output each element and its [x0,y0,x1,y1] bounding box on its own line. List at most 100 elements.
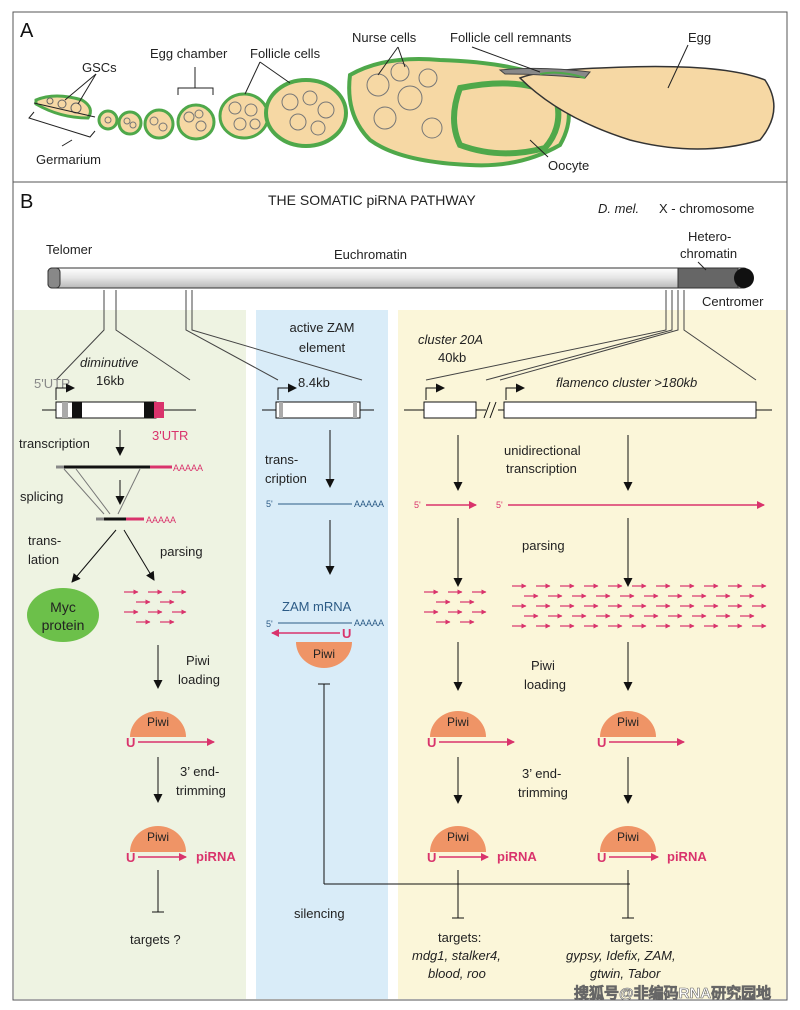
u-label-ra2: U [427,850,436,865]
five-prime-right-a: 5' [414,500,421,510]
myc-label-2: protein [42,617,85,633]
label-egg: Egg [688,30,711,45]
hetero-pointer [697,261,707,271]
pirna-fragments-left [124,589,187,625]
piwi-label-ra1: Piwi [447,715,469,729]
right-column: cluster 20A 40kb flamenco cluster >180kb… [404,332,772,981]
targets-b-line2: gtwin, Tabor [590,966,661,981]
piwi-loading-right-2: loading [524,677,566,692]
panel-b-title: THE SOMATIC piRNA PATHWAY [268,192,476,208]
pirna-fragments-right-b [512,583,767,629]
targets-a-line2: blood, roo [428,966,486,981]
utr5-label: 5'UTR [34,376,70,391]
parsing-label-right: parsing [522,538,565,553]
trimming-left-1: 3’ end- [180,764,219,779]
germarium-bracket [28,111,96,138]
panel-a-letter: A [20,20,34,42]
trimming-right-1: 3’ end- [522,766,561,781]
heterochromatin-label-2: chromatin [680,246,737,261]
myc-label-1: Myc [50,599,76,615]
utr3-label: 3'UTR [152,428,188,443]
cluster-genes [404,383,772,419]
targets-a-line1: mdg1, stalker4, [412,948,501,963]
piwi-complex-right-a2: Piwi U piRNA [427,826,537,865]
pirna-label-left: piRNA [196,849,236,864]
left-column: diminutive 16kb 5'UTR 3'UTR transcriptio… [19,355,236,947]
u-label-rb1: U [597,735,606,750]
splicing-label: splicing [20,489,63,504]
egg-chamber-2 [117,110,143,136]
egg-chamber-6 [264,78,348,148]
chromosome [47,267,754,289]
silencing-label: silencing [294,906,345,921]
mature-egg [498,65,775,150]
egg-chamber-3 [143,108,175,140]
germarium-shape [33,94,96,120]
active-zam-label-2: element [299,340,346,355]
piwi-label-rb1: Piwi [617,715,639,729]
zam-mrna-label: ZAM mRNA [282,599,352,614]
cluster20a-size: 40kb [438,350,466,365]
label-oocyte: Oocyte [548,158,589,173]
label-nurse-cells: Nurse cells [352,30,417,45]
piwi-loading-right-1: Piwi [531,658,555,673]
piwi-complex-mid: U Piwi [271,626,352,668]
piwi-complex-right-b1: Piwi U [597,711,685,750]
watermark: 搜狐号@非编码RNA研究园地 [574,984,771,1002]
piwi-label-mid: Piwi [313,647,335,661]
five-prime-right-b: 5' [496,500,503,510]
cluster20a-label: cluster 20A [418,332,483,347]
inhibition-right [452,870,634,919]
label-follicle-remnants: Follicle cell remnants [450,30,572,45]
zam-mrna-polya: AAAAA [354,618,384,628]
diminutive-label: diminutive [80,355,139,370]
label-egg-chamber: Egg chamber [150,46,228,61]
targets-a-title: targets: [438,930,481,945]
flamenco-label: flamenco cluster >180kb [556,375,697,390]
panel-b-frame [12,181,788,1001]
panel-b: B THE SOMATIC piRNA PATHWAY D. mel. X - … [12,181,788,1002]
splice-lines [63,468,141,515]
silencing-path [318,683,630,885]
piwi-label-left-2: Piwi [147,830,169,844]
pre-mrna-polya: AAAAA [173,463,203,473]
egg-chamber-1 [97,109,119,131]
piwi-complex-right-a1: Piwi U [427,711,515,750]
middle-column: active ZAM element 8.4kb trans- cription… [262,320,630,921]
pirna-label-rb: piRNA [667,849,707,864]
piwi-complex-right-b2: Piwi U piRNA [597,826,707,865]
column-left-bg [14,310,246,999]
u-label-mid: U [342,626,351,641]
trimming-left-2: trimming [176,783,226,798]
mature-mrna-polya: AAAAA [146,515,176,525]
panel-a-pointers [61,44,689,158]
u-label-rb2: U [597,850,606,865]
label-gscs: GSCs [82,60,117,75]
diminutive-size: 16kb [96,373,124,388]
zoom-lines [55,290,757,381]
piwi-label-ra2: Piwi [447,830,469,844]
arrow-translation [71,529,117,583]
pirna-fragments-right-a [424,589,487,625]
piwi-label-left-1: Piwi [147,715,169,729]
piwi-loading-left-1: Piwi [186,653,210,668]
unidir-label-2: transcription [506,461,577,476]
zam-transcript-polya: AAAAA [354,499,384,509]
egg-chamber-5 [218,92,270,140]
zam-size: 8.4kb [298,375,330,390]
targets-left: targets ? [130,932,181,947]
five-prime-mid-2: 5' [266,619,273,629]
transcription-mid-1: trans- [265,452,298,467]
panel-b-letter: B [20,191,33,213]
zam-element [262,383,374,419]
arrow-parsing-left [123,529,155,581]
u-label-ra1: U [427,735,436,750]
piwi-loading-left-2: loading [178,672,220,687]
unidir-label-1: unidirectional [504,443,581,458]
five-prime-mid: 5' [266,499,273,509]
targets-b-line1: gypsy, Idefix, ZAM, [566,948,676,963]
translation-label-2: lation [28,552,59,567]
inhibition-left [152,870,164,913]
